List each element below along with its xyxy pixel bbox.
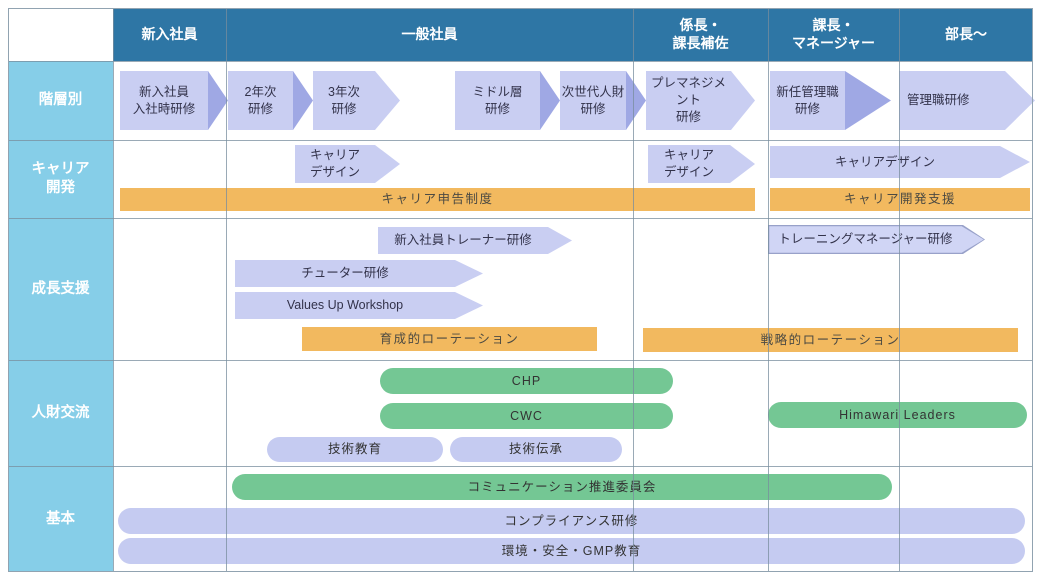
bar-career-dev-support: キャリア開発支援	[770, 188, 1030, 211]
col-header-kakaricho: 係長・ 課長補佐	[633, 8, 768, 61]
grid-vline-1	[226, 8, 227, 572]
grid-hline-3	[8, 360, 1033, 361]
grid-vline-0	[113, 8, 114, 572]
bar-developmental-rotation: 育成的ローテーション	[302, 327, 597, 351]
row-label-personnel-exchange: 人財交流	[8, 360, 113, 466]
grid-hline-2	[8, 218, 1033, 219]
chevron-connector-icon	[540, 71, 560, 130]
pill-communication-committee: コミュニケーション推進委員会	[232, 474, 892, 500]
col-header-kacho-manager: 課長・ マネージャー	[768, 8, 899, 61]
chevron-connector-icon	[626, 71, 646, 130]
arrow-next-gen-talent-training: 次世代人財 研修	[560, 71, 626, 130]
arrow-values-up-workshop: Values Up Workshop	[235, 292, 483, 319]
arrow-career-design-general: キャリア デザイン	[295, 145, 400, 183]
pill-cwc: CWC	[380, 403, 673, 429]
row-label-career-development: キャリア 開発	[8, 140, 113, 218]
arrow-tutor-training: チューター研修	[235, 260, 483, 287]
chevron-connector-icon	[293, 71, 313, 130]
bar-strategic-rotation: 戦略的ローテーション	[643, 328, 1018, 352]
arrow-new-manager-training: 新任管理職 研修	[770, 71, 845, 130]
arrow-new-employee-trainer-training: 新入社員トレーナー研修	[378, 227, 572, 254]
col-header-bucho: 部長～	[899, 8, 1033, 61]
pill-environment-safety-gmp: 環境・安全・GMP教育	[118, 538, 1025, 564]
pill-himawari-leaders: Himawari Leaders	[768, 402, 1027, 428]
arrow-pre-management-training: プレマネジメント 研修	[646, 71, 755, 130]
chevron-connector-icon	[845, 71, 891, 130]
pill-technical-education: 技術教育	[267, 437, 443, 462]
row-label-basic: 基本	[8, 466, 113, 572]
chevron-connector-icon	[208, 71, 228, 130]
arrow-career-design-kakaricho: キャリア デザイン	[648, 145, 755, 183]
col-header-general-employee: 一般社員	[226, 8, 633, 61]
col-header-new-employee: 新入社員	[113, 8, 226, 61]
arrow-training-manager-training: トレーニングマネージャー研修	[768, 225, 985, 254]
row-label-hierarchy: 階層別	[8, 61, 113, 140]
arrow-management-training: 管理職研修	[899, 71, 1035, 130]
arrow-new-employee-orientation: 新入社員 入社時研修	[120, 71, 208, 130]
bar-career-declaration-system: キャリア申告制度	[120, 188, 755, 211]
grid-hline-1	[8, 140, 1033, 141]
pill-compliance-training: コンプライアンス研修	[118, 508, 1025, 534]
arrow-training-manager-training-fill: トレーニングマネージャー研修	[769, 226, 983, 252]
arrow-middle-layer-training: ミドル層 研修	[455, 71, 540, 130]
pill-chp: CHP	[380, 368, 673, 394]
pill-technical-transfer: 技術伝承	[450, 437, 622, 462]
arrow-2nd-year-training: 2年次 研修	[228, 71, 293, 130]
grid-hline-0	[8, 61, 1033, 62]
grid-hline-4	[8, 466, 1033, 467]
arrow-3rd-year-training: 3年次 研修	[313, 71, 400, 130]
row-label-growth-support: 成長支援	[8, 218, 113, 360]
arrow-career-design-managers: キャリアデザイン	[770, 146, 1030, 178]
